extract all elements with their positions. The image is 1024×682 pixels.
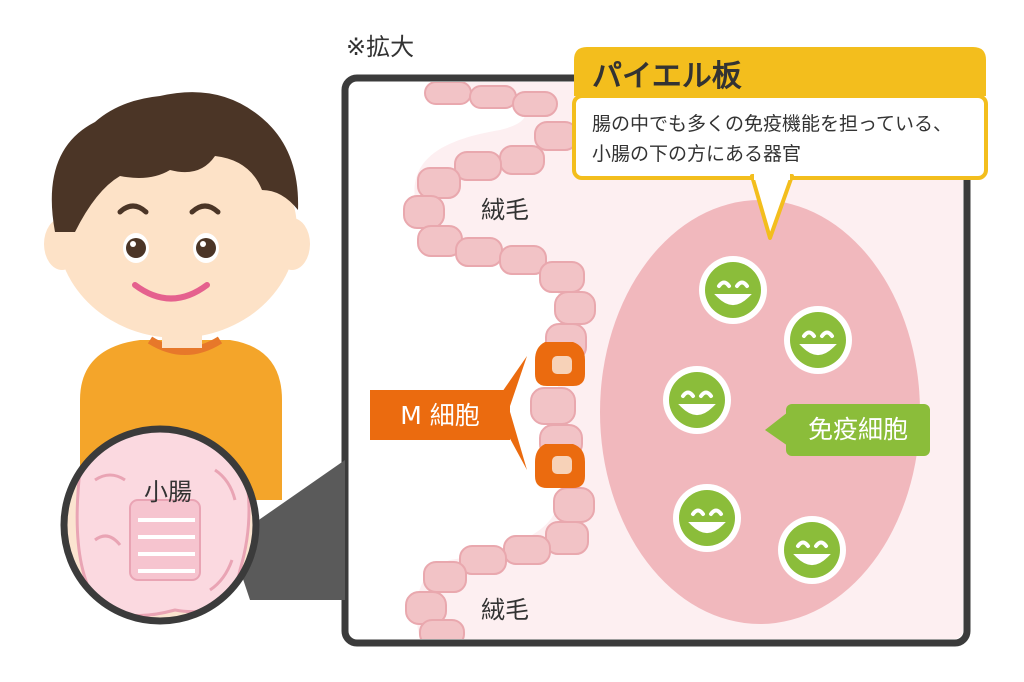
peyer-desc-line1: 腸の中でも多くの免疫機能を担っている、: [592, 113, 952, 135]
peyer-callout: パイエル板 腸の中でも多くの免疫機能を担っている、 小腸の下の方にある器官: [572, 47, 988, 240]
m-cell-label: M 細胞: [400, 401, 480, 430]
m-cell-lower: [535, 444, 585, 488]
m-cell-callout: M 細胞: [370, 356, 527, 470]
m-cell-upper: [535, 342, 585, 386]
magnifier-connector: [230, 460, 345, 600]
smiling-cell-icon: [778, 516, 846, 584]
smiling-cell-icon: [699, 256, 767, 324]
peyer-desc-line2: 小腸の下の方にある器官: [592, 143, 801, 165]
immune-cell-callout: 免疫細胞: [765, 404, 930, 456]
peyer-title: パイエル板: [592, 59, 742, 94]
small-intestine-label: 小腸: [144, 478, 192, 506]
magnifier-lens-icon: 小腸: [60, 425, 260, 625]
villi-label-bottom: 絨毛: [481, 596, 529, 624]
villi-label-top: 絨毛: [481, 196, 529, 224]
smiling-cell-icon: [673, 484, 741, 552]
smiling-cell-icon: [663, 366, 731, 434]
smiling-cell-icon: [784, 306, 852, 374]
immune-cell-label: 免疫細胞: [808, 415, 908, 444]
zoom-note: ※拡大: [346, 33, 414, 61]
immune-cells: [663, 256, 852, 584]
